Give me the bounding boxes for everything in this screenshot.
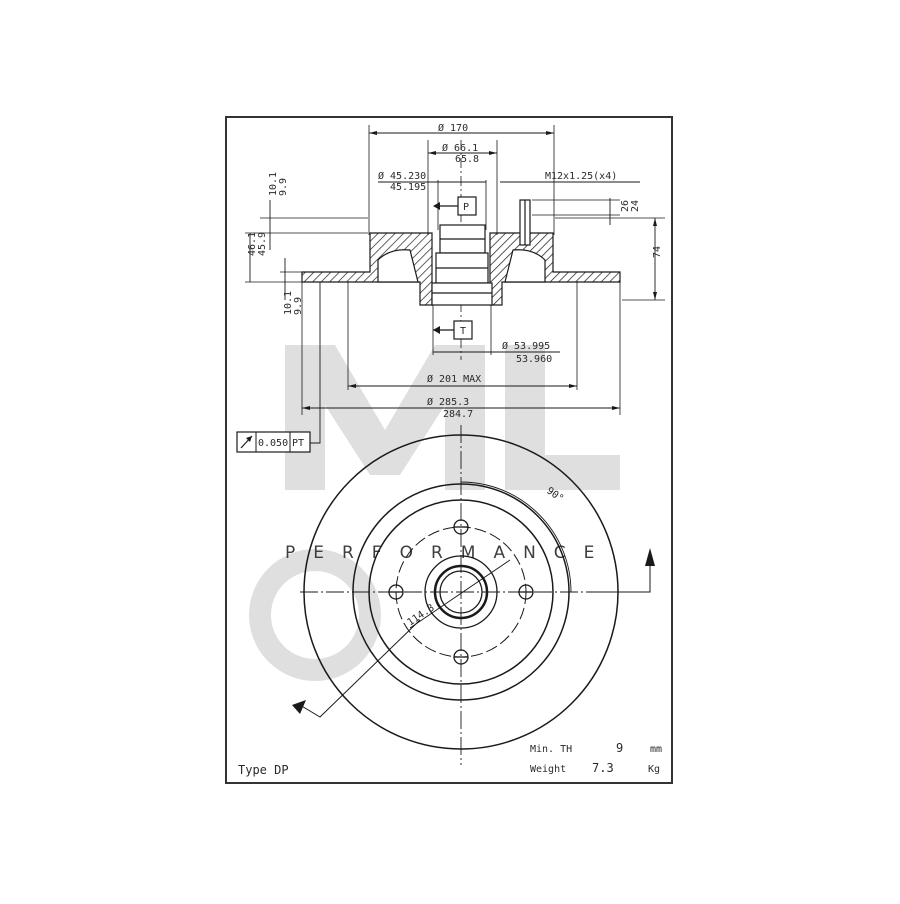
section-arrow-icons [292, 548, 655, 714]
drawing-frame [225, 116, 673, 784]
dim-hat-height-max: 46.1 [247, 232, 258, 256]
dim-outer-max: Ø 285.3 [427, 396, 469, 408]
min-th-unit: mm [650, 744, 662, 755]
dimension-labels: Ø 170 Ø 66.1 65.8 Ø 45.230 45.195 M12x1.… [247, 122, 663, 420]
runout-value: 0.050 [258, 438, 288, 449]
dim-pilot-max: Ø 66.1 [442, 142, 478, 154]
section-view [245, 125, 665, 444]
dim-bearing-min: 53.960 [516, 354, 552, 365]
watermark-text: PERFORMANCE [285, 543, 612, 563]
runout-arrow-icon [240, 435, 253, 449]
dim-total-height: 74 [652, 246, 663, 258]
dim-bearing-max: Ø 53.995 [502, 340, 550, 352]
type-label: Type DP [238, 763, 289, 777]
dim-stud-min: 24 [630, 200, 641, 212]
dimension-arrows [302, 131, 657, 410]
dim-pcd: 114.3 [406, 603, 437, 629]
datum-t: T [460, 326, 466, 337]
dim-hat-height-min: 45.9 [257, 232, 268, 256]
runout-datum: PT [292, 438, 304, 449]
dim-disc-thickness-max: 10.1 [283, 291, 294, 315]
dim-stud-max: 26 [620, 200, 631, 212]
dim-overall-hub: Ø 170 [438, 122, 468, 134]
dim-bore-max: Ø 45.230 [378, 170, 426, 182]
dim-pilot-min: 65.8 [455, 154, 479, 165]
datum-p: P [463, 202, 469, 213]
weight-value: 7.3 [592, 761, 614, 775]
weight-unit: Kg [648, 764, 660, 775]
dim-outer-min: 284.7 [443, 409, 473, 420]
dim-thread: M12x1.25(x4) [545, 171, 617, 182]
bolt-holes [388, 519, 534, 665]
front-view [299, 425, 651, 765]
dim-disc-thickness-min: 9.9 [293, 297, 304, 315]
dim-top-offset-min: 9.9 [278, 178, 289, 196]
weight-label: Weight [530, 764, 566, 775]
min-th-label: Min. TH [530, 744, 572, 755]
min-th-value: 9 [616, 741, 623, 755]
dim-inner-dia: Ø 201 MAX [427, 373, 481, 385]
runout-tolerance-frame: 0.050 PT [236, 431, 311, 453]
dim-top-offset-max: 10.1 [268, 172, 279, 196]
dim-bore-min: 45.195 [390, 182, 426, 193]
